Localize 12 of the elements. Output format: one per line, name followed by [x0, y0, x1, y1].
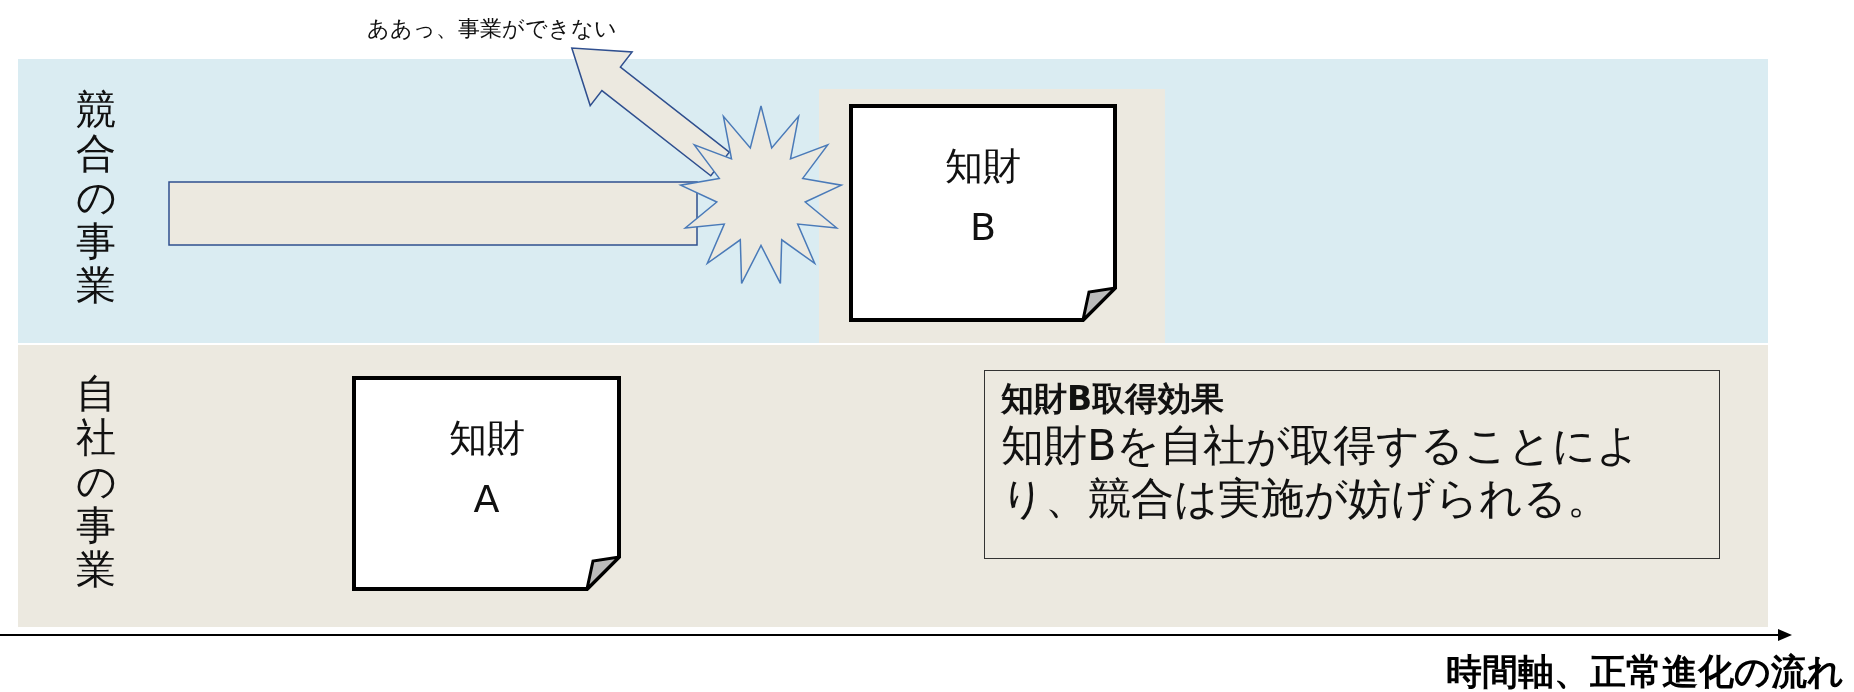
swimlane-band — [18, 59, 1768, 343]
exclamation-text: ああっ、事業ができない — [367, 14, 617, 44]
block-arrow — [570, 47, 731, 177]
note-title: 知財 B — [944, 143, 1022, 251]
effect-title: 知財B取得効果 — [1001, 379, 1226, 419]
axis-label: 時間軸、正常進化の流れ — [1446, 650, 1844, 692]
lane-label: 自社の事業 — [76, 371, 116, 591]
note-title: 知財 A — [447, 415, 526, 523]
effect-text: 知財Bを自社が取得することにより、競合は実施が妨げられる。 — [1001, 418, 1642, 526]
effect-box — [984, 370, 1720, 559]
swimlane-band — [18, 345, 1768, 627]
lane-label: 競合の事業 — [76, 87, 116, 307]
